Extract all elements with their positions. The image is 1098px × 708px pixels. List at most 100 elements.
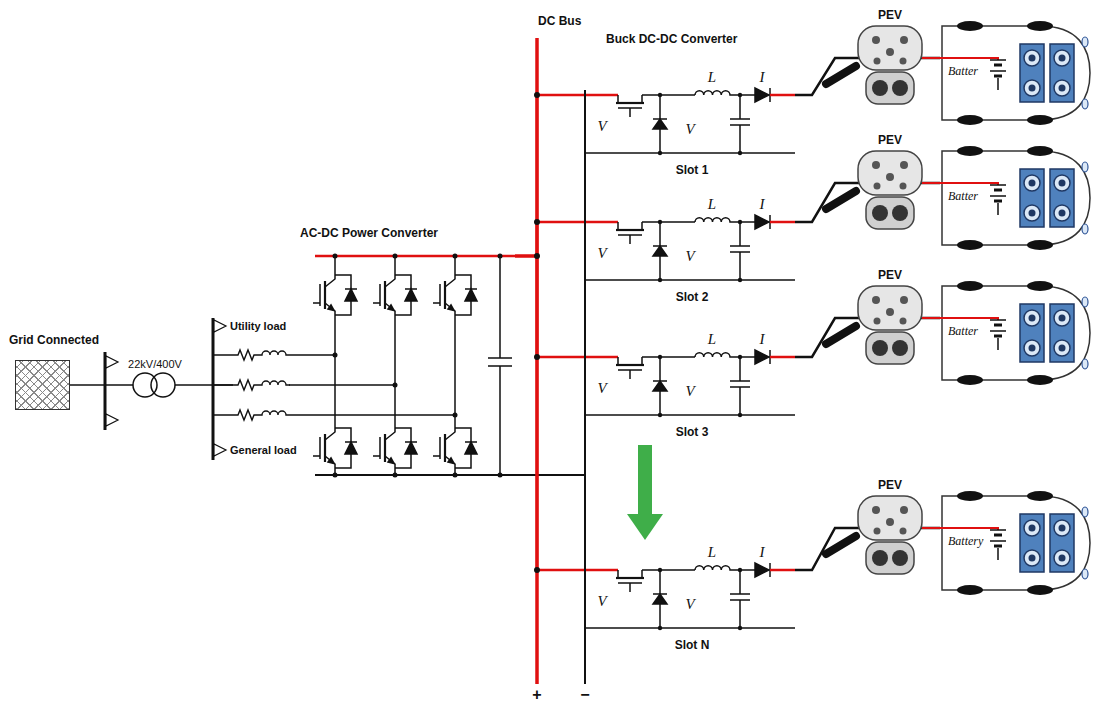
buck-converter: LIVVSlot 1	[590, 65, 795, 183]
load-label: General load	[230, 444, 297, 457]
grid-source: Grid Connected	[15, 360, 70, 410]
battery-pack	[1020, 44, 1044, 102]
battery-symbol	[990, 185, 1006, 215]
battery-symbol	[994, 325, 1002, 336]
current-label: I	[760, 544, 765, 561]
dc-link-wire	[515, 256, 590, 570]
buck-circuit	[585, 563, 795, 630]
pack-terminal	[1024, 520, 1040, 536]
junction-dot	[393, 473, 398, 478]
dc-bus-positive	[535, 38, 539, 684]
wheel	[1027, 115, 1053, 125]
junction-dot	[534, 354, 540, 360]
battery-symbol	[994, 65, 1002, 76]
igbt-symbol	[313, 270, 357, 320]
pack-terminal	[1024, 310, 1040, 326]
battery-lead	[940, 318, 998, 320]
igbt-symbol	[373, 270, 417, 320]
headlight	[1082, 99, 1088, 109]
pack-terminal-core	[1059, 180, 1066, 187]
wheel	[1027, 240, 1053, 250]
voltage-label: V	[685, 596, 694, 613]
wheel	[1027, 146, 1053, 156]
vehicle-label: PEV	[878, 479, 902, 493]
capacitor-symbol	[488, 256, 512, 475]
vehicle-outline: Batter	[940, 280, 1092, 386]
vehicle-label: PEV	[878, 134, 902, 148]
wheel	[1027, 21, 1053, 31]
inductor-label: L	[708, 544, 716, 561]
positive-rail	[315, 255, 537, 258]
inductor-label: L	[708, 331, 716, 348]
pack-terminal-core	[1059, 85, 1066, 92]
junction-dot	[453, 473, 458, 478]
voltage-label: V	[597, 380, 606, 397]
battery-pack	[1020, 169, 1044, 227]
slot-label: Slot N	[675, 639, 710, 653]
vehicle-body	[942, 496, 1090, 590]
transformer-winding	[151, 373, 175, 397]
pack-terminal-core	[1029, 345, 1036, 352]
voltage-label: V	[597, 118, 606, 135]
battery-label: Batter	[948, 325, 978, 339]
vehicle-label: PEV	[878, 269, 902, 283]
buck-circuit	[585, 88, 795, 155]
load-label: Utility load	[230, 320, 286, 333]
headlight	[1082, 507, 1088, 517]
buck-circuit	[585, 350, 795, 417]
load-arrow	[214, 320, 226, 332]
dc-bus-negative	[584, 90, 586, 684]
wheel	[957, 115, 983, 125]
pack-terminal	[1054, 550, 1070, 566]
dc-link-wire	[515, 256, 590, 357]
junction-dot	[333, 254, 338, 259]
pack-terminal-core	[1029, 180, 1036, 187]
negative-rail	[315, 474, 585, 476]
battery-lead	[940, 58, 998, 60]
pack-terminal-core	[1029, 525, 1036, 532]
current-label: I	[760, 331, 765, 348]
junction-dot	[498, 473, 503, 478]
pack-terminal	[1054, 80, 1070, 96]
junction-dot	[333, 473, 338, 478]
battery-symbol	[990, 320, 1006, 350]
pack-terminal	[1054, 310, 1070, 326]
headlight	[1082, 297, 1088, 307]
battery-symbol	[994, 190, 1002, 201]
pack-terminal	[1024, 80, 1040, 96]
vehicle-label: PEV	[878, 9, 902, 23]
headlight	[1082, 224, 1088, 234]
pack-terminal-core	[1059, 345, 1066, 352]
battery-label: Batter	[948, 65, 978, 79]
phase-line	[213, 355, 455, 415]
battery-symbol	[994, 535, 1002, 546]
voltage-label: V	[597, 593, 606, 610]
load-arrow	[106, 414, 118, 426]
battery-pack	[1050, 304, 1074, 362]
wheel	[957, 281, 983, 291]
junction-dot	[393, 254, 398, 259]
wheel	[957, 491, 983, 501]
rl-filter	[233, 347, 289, 363]
voltage-label: V	[685, 248, 694, 265]
pack-terminal	[1054, 175, 1070, 191]
polarity-sign: −	[580, 686, 589, 704]
pack-terminal	[1024, 50, 1040, 66]
wheel	[957, 585, 983, 595]
headlight	[1082, 37, 1088, 47]
voltage-label: V	[597, 245, 606, 262]
current-label: I	[760, 69, 765, 86]
converter-label: AC-DC Power Converter	[300, 227, 438, 241]
slot-label: Slot 2	[676, 291, 709, 305]
load-arrow	[214, 444, 226, 456]
current-label: I	[760, 196, 765, 213]
battery-pack	[1050, 44, 1074, 102]
wheel	[957, 240, 983, 250]
continuation-arrow	[638, 445, 652, 514]
junction-dot	[534, 567, 540, 573]
vehicle-outline: Batter	[940, 20, 1092, 126]
pack-terminal	[1054, 205, 1070, 221]
buck-circuit	[585, 215, 795, 282]
battery-pack	[1050, 169, 1074, 227]
slot-label: Slot 3	[676, 426, 709, 440]
